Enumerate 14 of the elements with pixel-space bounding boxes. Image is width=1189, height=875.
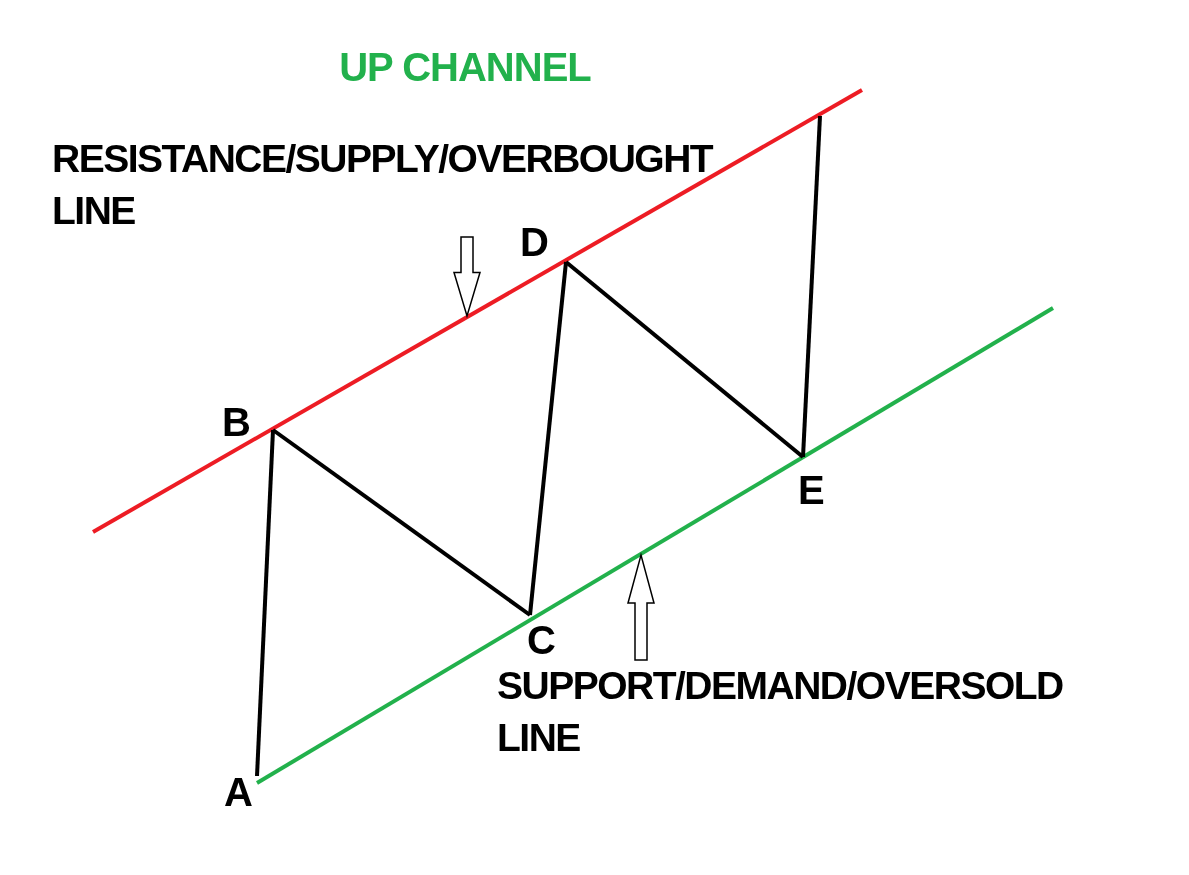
arrow bbox=[627, 552, 655, 661]
price-line bbox=[564, 260, 805, 459]
point-label: E bbox=[798, 470, 825, 510]
price-line bbox=[255, 429, 275, 777]
point-label: B bbox=[222, 402, 251, 442]
price-line bbox=[271, 428, 532, 617]
title: UP CHANNEL bbox=[338, 44, 592, 90]
point-label: D bbox=[520, 222, 549, 262]
point-label: A bbox=[224, 772, 253, 812]
line-label: SUPPORT/DEMAND/OVERSOLD LINE bbox=[497, 660, 1127, 764]
price-line bbox=[801, 115, 822, 458]
price-line bbox=[528, 261, 568, 616]
arrow bbox=[453, 236, 481, 319]
point-label: C bbox=[527, 620, 556, 660]
